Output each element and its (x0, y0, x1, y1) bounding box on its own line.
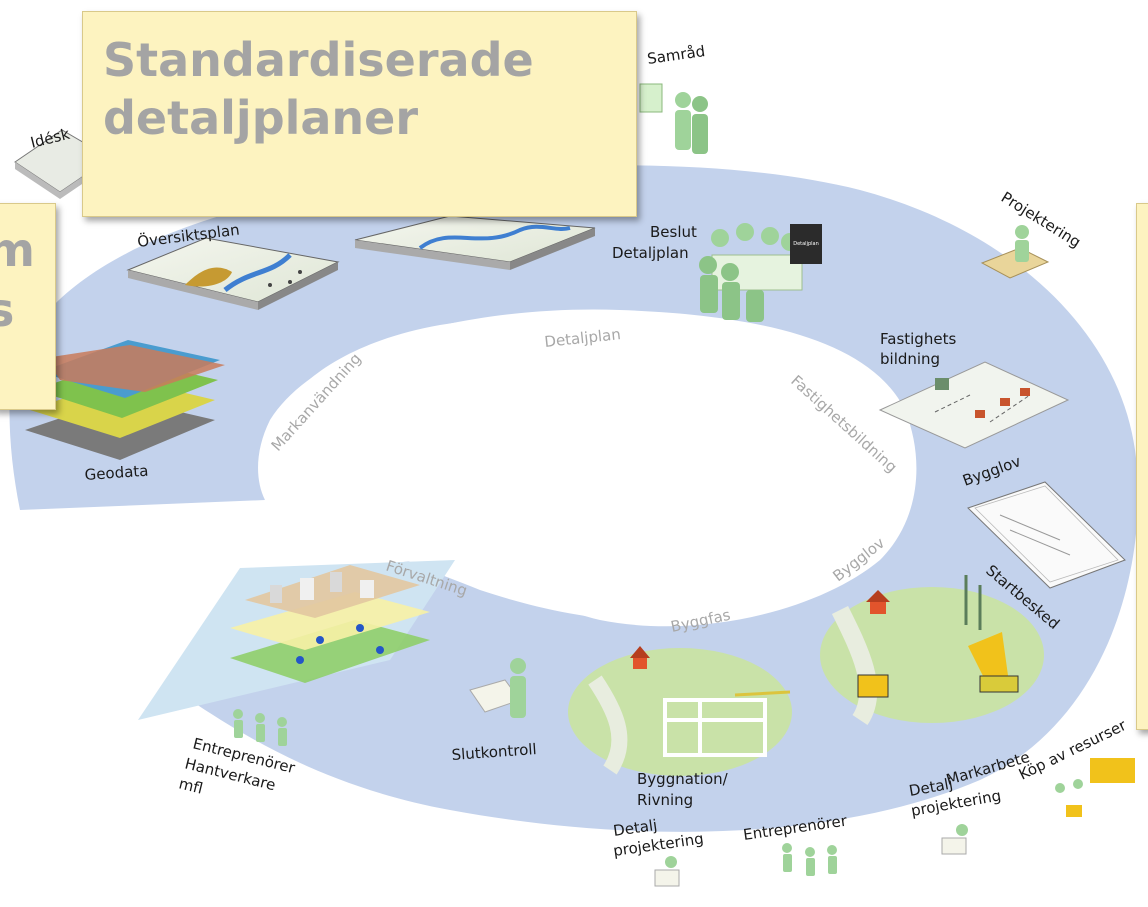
forvaltning-city (230, 565, 430, 683)
beslut-label-line1: Beslut (650, 223, 697, 241)
geodata-label: Geodata (84, 462, 149, 484)
callout-right-partial (1136, 203, 1148, 730)
entreprenorer-hantverkare-item: Entreprenörer Hantverkare mfl (177, 709, 298, 798)
callout-left-line1: m (0, 223, 35, 277)
geodata-item: Geodata (25, 340, 225, 484)
projektering-item: Projektering (980, 188, 1084, 279)
callout-title-line2: detaljplaner (103, 91, 419, 145)
entr-label-line3: mfl (177, 774, 205, 797)
callout-left-line2: s (0, 283, 15, 337)
beslut-sign-text: Detaljplan (793, 241, 819, 247)
byggnation-scene: Byggnation/ Rivning (568, 646, 792, 809)
byggnation-label-line1: Byggnation/ (637, 770, 729, 788)
projektering-label: Projektering (998, 188, 1084, 251)
beslut-detaljplan-item: Detaljplan Beslut Detaljplan (612, 223, 822, 322)
detaljplan-map-item (354, 215, 596, 270)
detalj1-label-line1: Detalj (612, 816, 658, 840)
callout-left-partial: m s (0, 203, 56, 410)
samrad-item: Samråd (639, 42, 708, 154)
samrad-label: Samråd (646, 42, 706, 68)
callout-standardiserade-detaljplaner: Standardiserade detaljplaner (82, 11, 637, 217)
fastighets-label-line2: bildning (880, 350, 940, 368)
slutkontroll-item: Slutkontroll (451, 658, 537, 764)
byggnation-label-line2: Rivning (637, 791, 693, 809)
oversiktsplan-item: Översiktsplan (126, 220, 340, 310)
beslut-label-line2: Detaljplan (612, 244, 689, 262)
callout-title-line1: Standardiserade (103, 33, 534, 87)
fastighets-label-line1: Fastighets (880, 330, 956, 348)
slutkontroll-label: Slutkontroll (451, 740, 537, 764)
fastighetsbildning-item: Fastighets bildning (878, 330, 1070, 449)
